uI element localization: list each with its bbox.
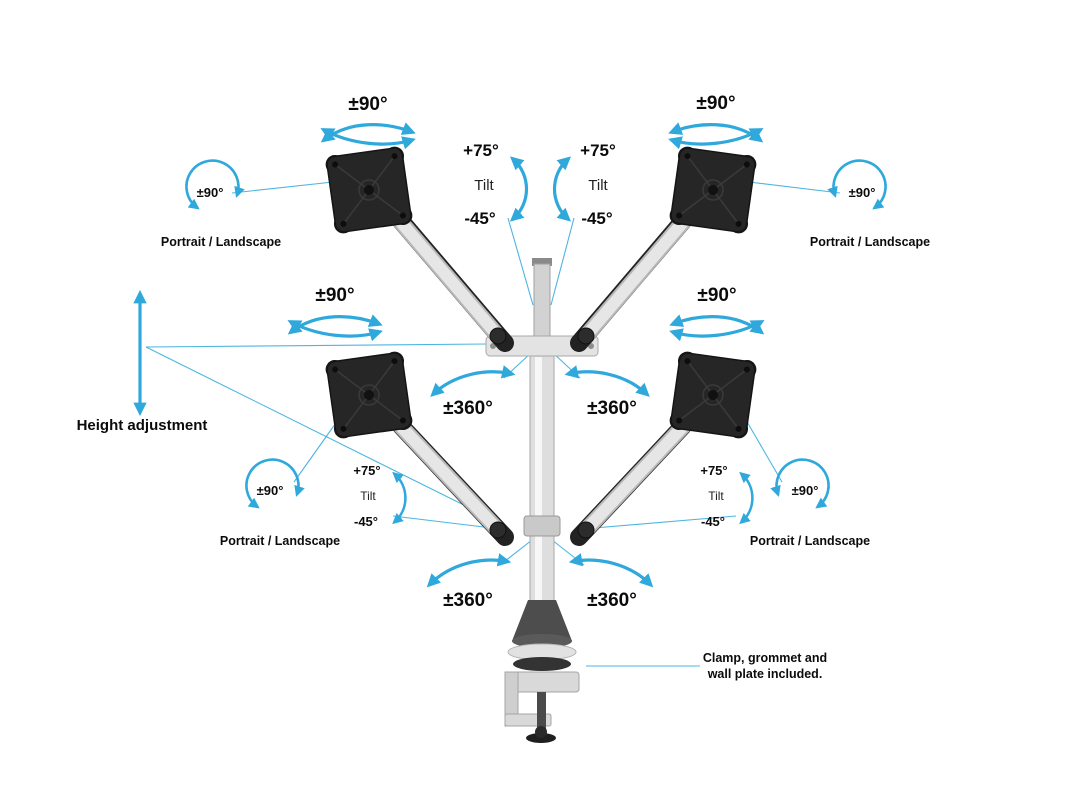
rotate360-arc-bottom-left [427, 557, 509, 584]
tilt-up-bottom-right: +75° [700, 463, 727, 478]
rotate360-arc-bottom-right [571, 557, 653, 584]
height-adjustment-label: Height adjustment [77, 417, 208, 434]
rotate360-label-bottom-left: ±360° [443, 590, 493, 611]
vesa-plate-top-right [668, 145, 758, 235]
portrait-landscape-top-left: Portrait / Landscape [161, 235, 281, 249]
portrait-landscape-top-right: Portrait / Landscape [810, 235, 930, 249]
rotation-arrow-bottom-right [773, 454, 834, 508]
tilt-up-top-left: +75° [463, 141, 499, 160]
rotation-arrow-bottom-left [241, 454, 302, 508]
tilt-word-top-right: Tilt [588, 177, 608, 194]
clamp-note-line1: Clamp, grommet and [703, 651, 827, 665]
vesa-plate-bottom-left [324, 350, 414, 440]
desk-clamp [504, 600, 580, 743]
center-pole [485, 258, 599, 603]
rotate360-arc-mid-right [567, 369, 648, 394]
vesa-plate-top-left [324, 145, 414, 235]
tilt-arrow-bottom-right [742, 474, 753, 522]
tilt-down-top-right: -45° [581, 209, 613, 228]
swivel-arrows-mid-left [291, 317, 379, 336]
rotate360-label-mid-left: ±360° [443, 398, 493, 419]
gas-spring-arms [386, 206, 698, 546]
portrait-landscape-bottom-left: Portrait / Landscape [220, 534, 340, 548]
swivel-label-mid-right: ±90° [697, 285, 736, 306]
rotate360-label-bottom-right: ±360° [587, 590, 637, 611]
portrait-landscape-bottom-right: Portrait / Landscape [750, 534, 870, 548]
swivel-label-mid-left: ±90° [315, 285, 354, 306]
tilt-down-bottom-right: -45° [701, 514, 725, 529]
tilt-arrow-bottom-left [395, 474, 406, 522]
swivel-arrows-top-left [324, 125, 412, 144]
tilt-up-bottom-left: +75° [353, 463, 380, 478]
rotation-label-top-right: ±90° [849, 185, 876, 200]
rotate360-arc-mid-left [431, 369, 512, 394]
pole-collar [523, 515, 561, 537]
swivel-arrows-top-right [672, 125, 760, 144]
tilt-down-top-left: -45° [464, 209, 496, 228]
rotation-arrow-top-left [181, 155, 242, 209]
crossbar [485, 335, 599, 357]
tilt-up-top-right: +75° [580, 141, 616, 160]
vesa-plate-bottom-right [668, 350, 758, 440]
rotate360-label-mid-right: ±360° [587, 398, 637, 419]
swivel-arrows-mid-right [673, 317, 761, 336]
swivel-label-top-right: ±90° [696, 93, 735, 114]
rotation-label-bottom-left: ±90° [257, 483, 284, 498]
clamp-note-line2: wall plate included. [707, 667, 823, 681]
rotation-arrow-top-right [830, 155, 891, 209]
rotation-label-top-left: ±90° [197, 185, 224, 200]
tilt-down-bottom-left: -45° [354, 514, 378, 529]
tilt-arrow-top-right [555, 159, 569, 219]
rotation-label-bottom-right: ±90° [792, 483, 819, 498]
tilt-word-top-left: Tilt [474, 177, 494, 194]
tilt-word-bottom-right: Tilt [708, 489, 724, 503]
swivel-label-top-left: ±90° [348, 94, 387, 115]
tilt-arrow-top-left [513, 159, 527, 219]
tilt-word-bottom-left: Tilt [360, 489, 376, 503]
